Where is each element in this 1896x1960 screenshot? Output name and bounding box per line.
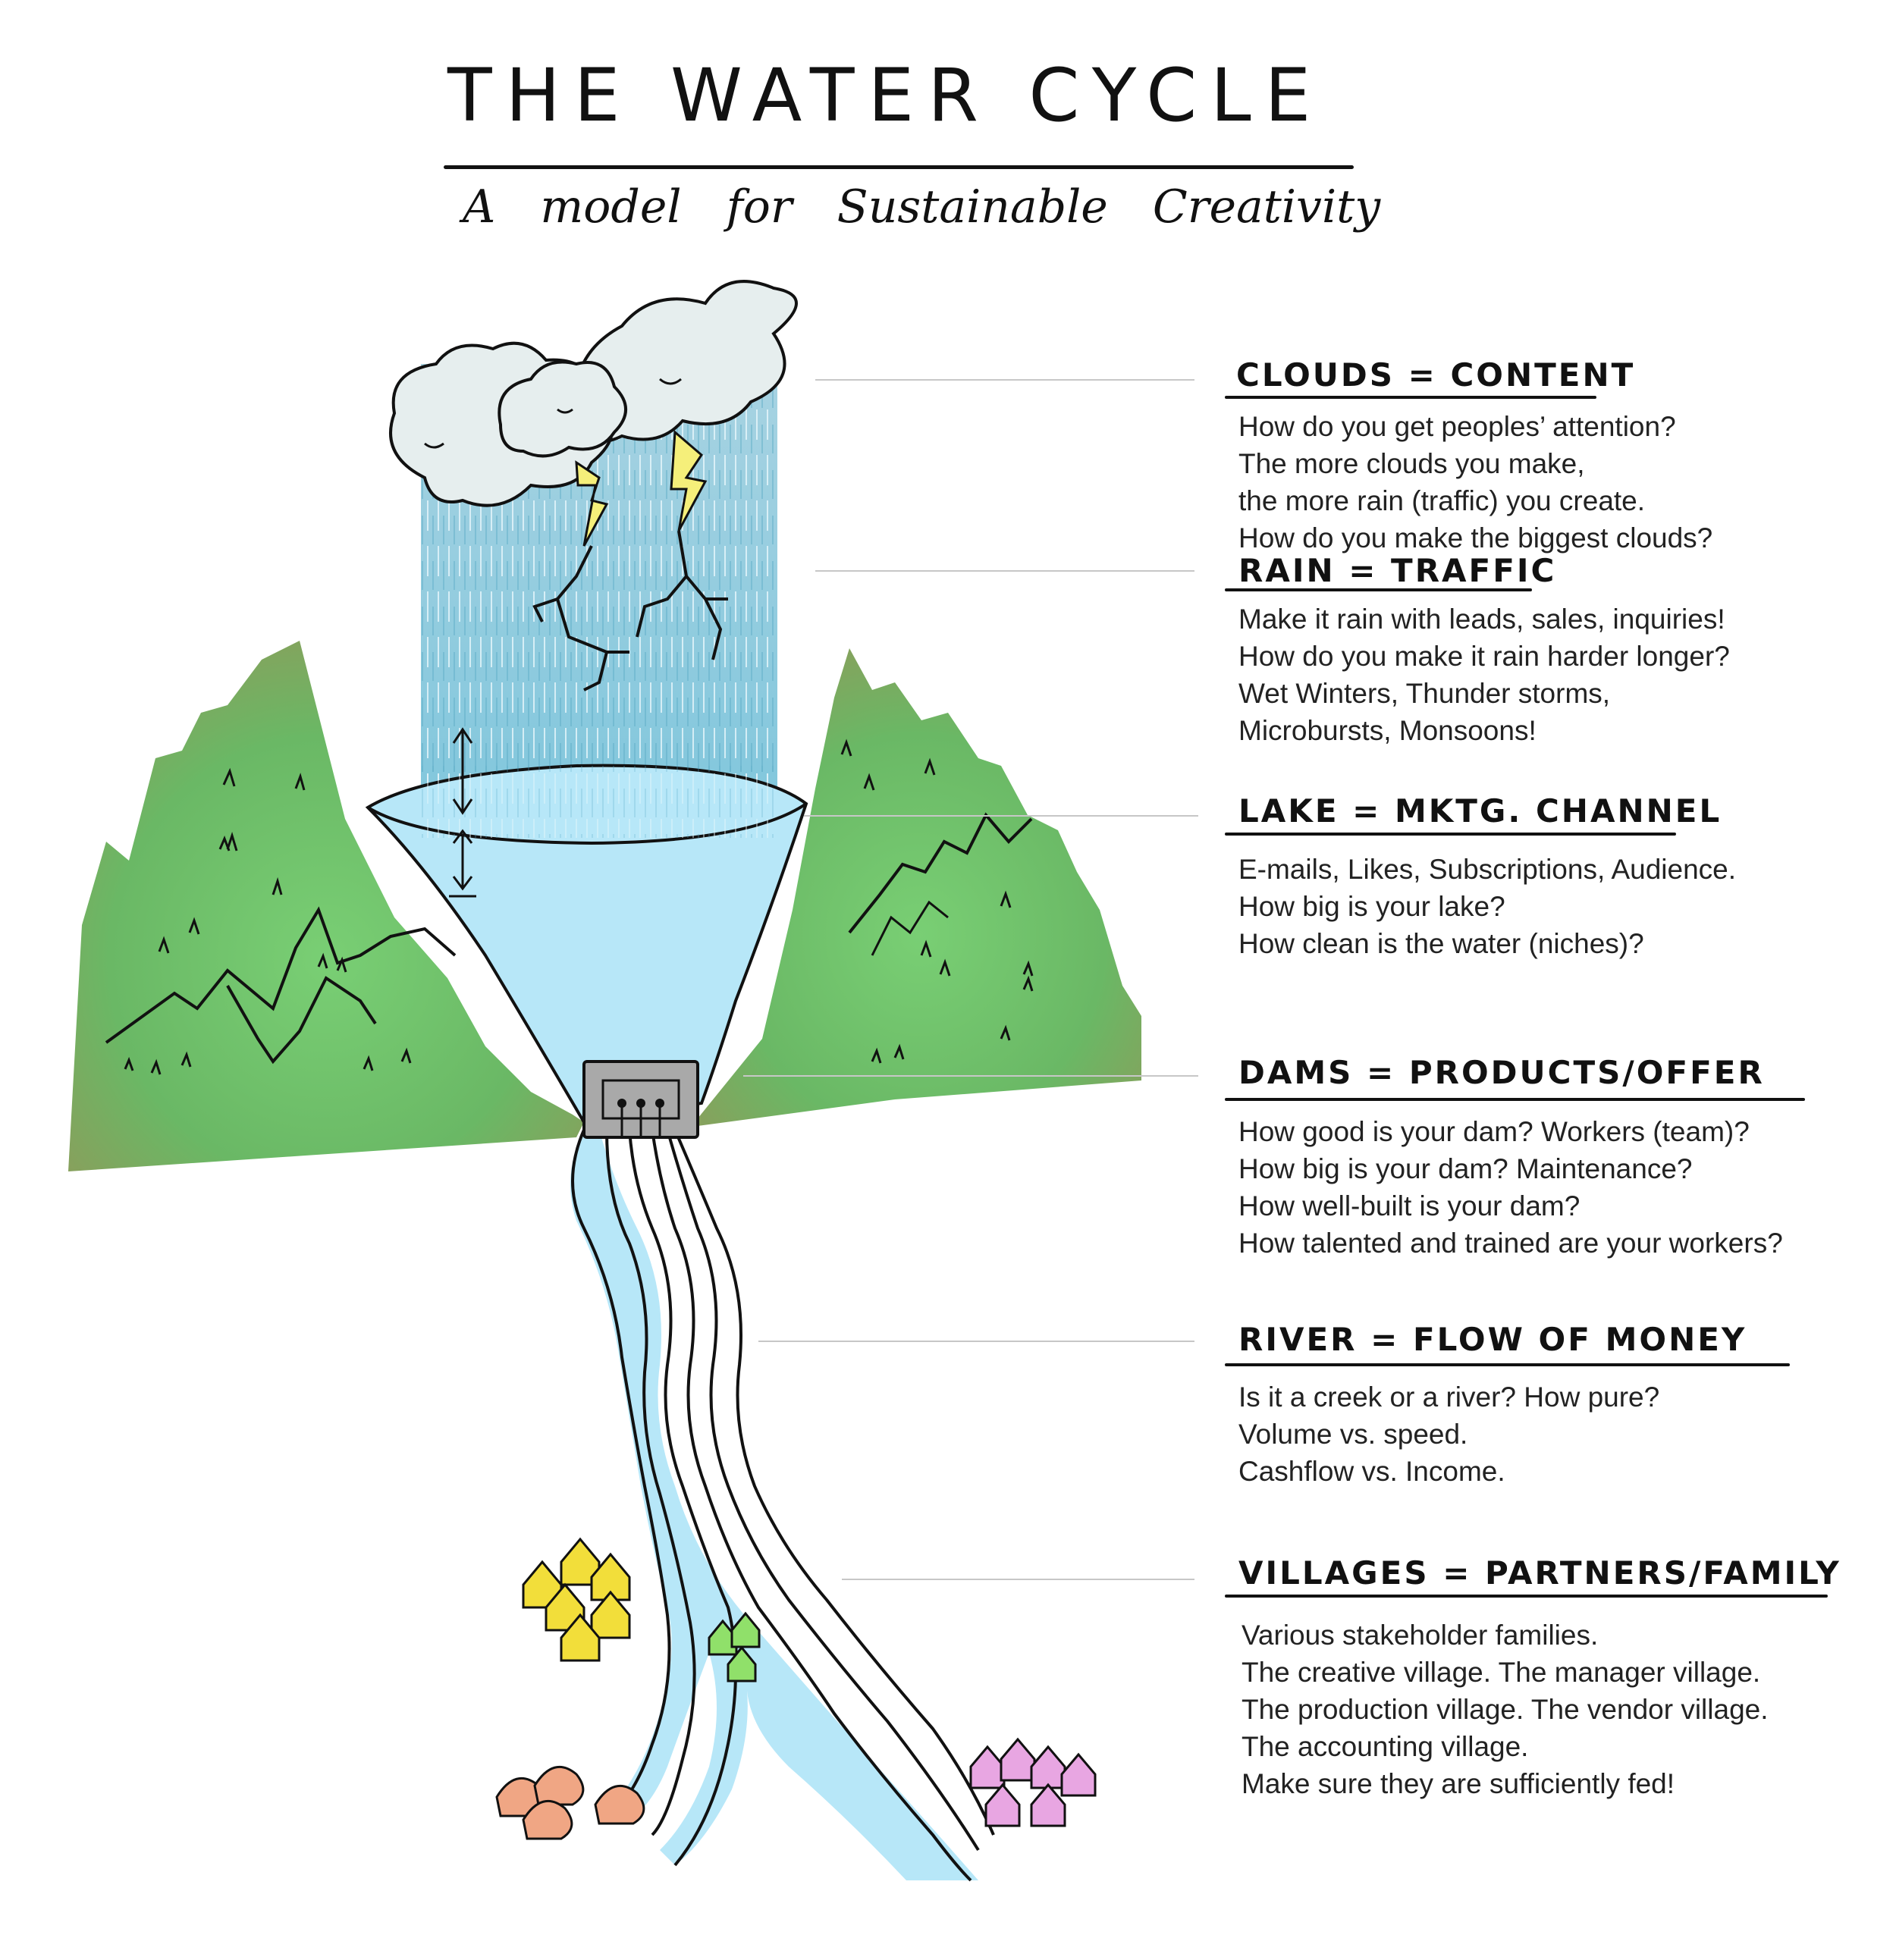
section-line: How big is your dam? Maintenance? [1238,1153,1693,1184]
section-line: Various stakeholder families. [1242,1620,1599,1651]
section-rule-river [1225,1363,1790,1366]
lake-icon [365,727,808,1124]
river-icon [570,1129,995,1882]
title-divider [444,165,1354,169]
section-line: The creative village. The manager villag… [1242,1657,1761,1688]
village-icon [495,1537,1097,1840]
section-line: the more rain (traffic) you create. [1238,485,1646,516]
section-line: Wet Winters, Thunder storms, [1238,678,1611,709]
section-body-rain: Make it rain with leads, sales, inquirie… [1238,601,1730,749]
section-body-lake: E-mails, Likes, Subscriptions, Audience.… [1238,851,1736,962]
section-line: How do you get peoples’ attention? [1238,411,1676,442]
section-line: How talented and trained are your worker… [1238,1228,1783,1259]
leader-line-lake [804,815,1198,817]
section-rule-dams [1225,1098,1805,1101]
section-line: Make it rain with leads, sales, inquirie… [1238,604,1725,635]
section-heading-clouds: CLOUDS = CONTENT [1236,356,1636,394]
section-line: E-mails, Likes, Subscriptions, Audience. [1238,854,1737,885]
section-line: The accounting village. [1242,1731,1529,1762]
lightning-icon [532,429,728,691]
leader-line-dams [743,1075,1198,1077]
section-heading-dams: DAMS = PRODUCTS/OFFER [1238,1054,1765,1091]
page-subtitle: A model for Sustainable Creativity [463,180,1381,234]
section-line: Microbursts, Monsoons! [1238,715,1537,746]
section-line: How good is your dam? Workers (team)? [1238,1116,1750,1147]
section-heading-lake: LAKE = MKTG. CHANNEL [1238,792,1722,829]
section-body-river: Is it a creek or a river? How pure? Volu… [1238,1378,1659,1490]
section-line: How do you make it rain harder longer? [1238,641,1730,672]
mountain-icon [698,648,1141,1126]
cloud-icon [389,280,798,507]
section-line: How well-built is your dam? [1238,1190,1581,1221]
leader-line-rain [815,570,1194,572]
section-line: Volume vs. speed. [1238,1419,1468,1450]
section-rule-rain [1225,588,1532,591]
section-line: How do you make the biggest clouds? [1238,522,1713,554]
leader-line-clouds [815,379,1194,381]
section-line: How big is your lake? [1238,891,1505,922]
section-line: How clean is the water (niches)? [1238,928,1644,959]
mountain-icon [68,641,584,1171]
section-rule-lake [1225,833,1676,836]
section-body-dams: How good is your dam? Workers (team)? Ho… [1238,1113,1783,1262]
leader-line-river [758,1341,1194,1342]
section-heading-villages: VILLAGES = PARTNERS/FAMILY [1238,1554,1841,1592]
section-line: Is it a creek or a river? How pure? [1238,1381,1660,1413]
section-line: The more clouds you make, [1238,448,1585,479]
leader-line-villages [842,1579,1194,1580]
section-line: The production village. The vendor villa… [1242,1694,1769,1725]
section-line: Make sure they are sufficiently fed! [1242,1768,1675,1799]
section-body-villages: Various stakeholder families. The creati… [1242,1617,1769,1802]
section-heading-rain: RAIN = TRAFFIC [1238,552,1557,589]
dam-icon [582,1060,699,1139]
section-rule-villages [1225,1595,1828,1598]
section-body-clouds: How do you get peoples’ attention? The m… [1238,408,1712,557]
page-title: THE WATER CYCLE [447,53,1325,138]
section-rule-clouds [1225,396,1596,399]
section-line: Cashflow vs. Income. [1238,1456,1505,1487]
section-heading-river: RIVER = FLOW OF MONEY [1238,1321,1747,1358]
